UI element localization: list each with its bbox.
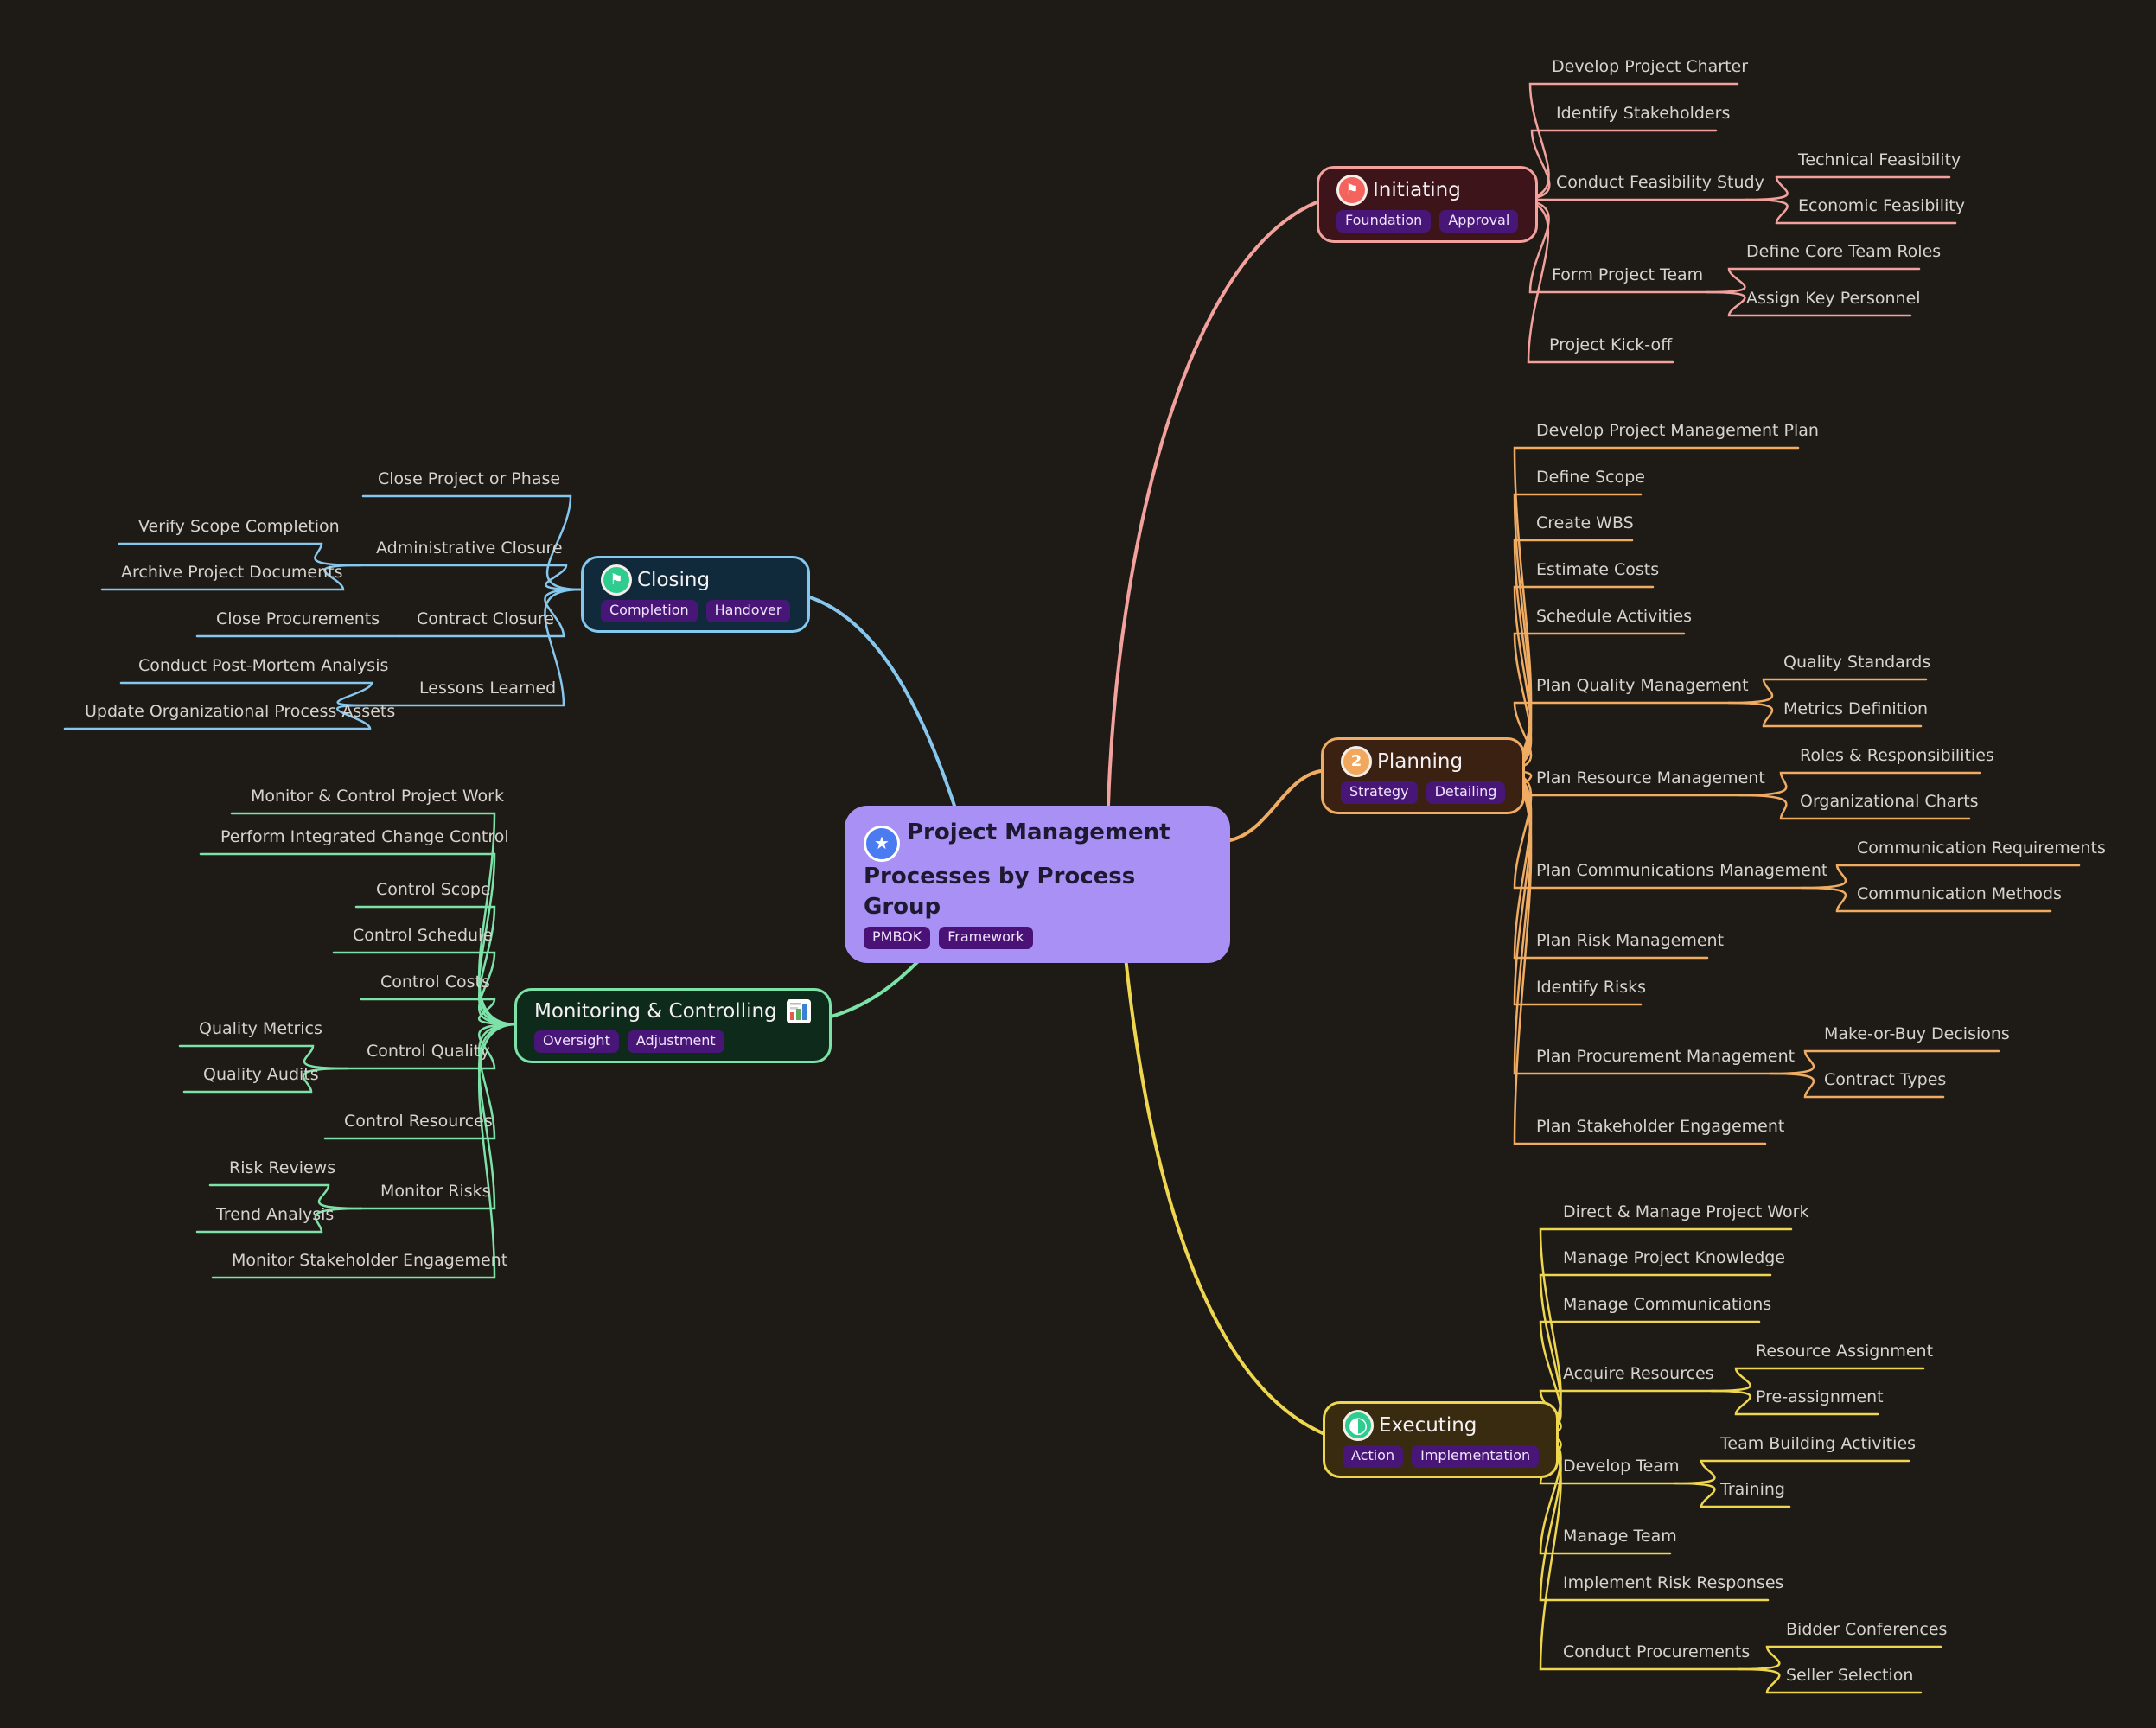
topic-implement-risk-responses[interactable]: Implement Risk Responses <box>1563 1573 1784 1592</box>
topic-risk-reviews[interactable]: Risk Reviews <box>229 1158 336 1177</box>
topic-verify-scope-completion[interactable]: Verify Scope Completion <box>138 517 340 536</box>
topic-plan-stakeholder-engagement[interactable]: Plan Stakeholder Engagement <box>1536 1117 1785 1136</box>
topic-identify-risks[interactable]: Identify Risks <box>1536 978 1647 997</box>
topic-communication-methods[interactable]: Communication Methods <box>1857 884 2062 903</box>
topic-conduct-procurements[interactable]: Conduct Procurements <box>1563 1642 1751 1661</box>
topic-quality-audits[interactable]: Quality Audits <box>203 1065 319 1084</box>
topic-trend-analysis[interactable]: Trend Analysis <box>216 1205 335 1224</box>
bar-chart-icon <box>786 999 811 1023</box>
central-title-text: Project Management Processes by Process … <box>864 819 1170 920</box>
group-title-planning: Planning <box>1377 750 1464 773</box>
badge-framework: Framework <box>939 926 1033 949</box>
group-node-initiating[interactable]: ⚑Initiating Foundation Approval <box>1317 166 1539 243</box>
badge-approval: Approval <box>1439 210 1519 233</box>
group-title-monitoring-controlling: Monitoring & Controlling <box>534 1000 777 1023</box>
topic-manage-communications[interactable]: Manage Communications <box>1563 1295 1772 1314</box>
topic-monitor-control-project-work[interactable]: Monitor & Control Project Work <box>251 787 504 806</box>
badge-detailing: Detailing <box>1426 781 1506 804</box>
badge-pmbok: PMBOK <box>864 926 931 949</box>
central-badges: PMBOK Framework <box>864 926 1211 949</box>
central-title: ★Project Management Processes by Process… <box>864 818 1211 922</box>
badge-implementation: Implementation <box>1412 1445 1540 1468</box>
group-node-executing[interactable]: ◐Executing Action Implementation <box>1323 1401 1560 1478</box>
topic-plan-quality-management[interactable]: Plan Quality Management <box>1536 676 1749 695</box>
topic-roles-responsibilities[interactable]: Roles & Responsibilities <box>1800 746 1994 765</box>
topic-monitor-risks[interactable]: Monitor Risks <box>380 1182 491 1201</box>
topic-quality-metrics[interactable]: Quality Metrics <box>199 1019 322 1038</box>
topic-team-building-activities[interactable]: Team Building Activities <box>1720 1434 1917 1453</box>
topic-communication-requirements[interactable]: Communication Requirements <box>1857 838 2106 858</box>
topic-plan-procurement-management[interactable]: Plan Procurement Management <box>1536 1047 1796 1066</box>
monitoring-edges <box>178 812 519 1279</box>
topic-perform-integrated-change-control[interactable]: Perform Integrated Change Control <box>220 827 509 846</box>
half-circle-icon: ◐ <box>1343 1410 1374 1441</box>
topic-form-project-team[interactable]: Form Project Team <box>1552 265 1704 284</box>
topic-create-wbs[interactable]: Create WBS <box>1536 513 1634 532</box>
group-node-monitoring-controlling[interactable]: Monitoring & Controlling Oversight Adjus… <box>514 988 832 1063</box>
flag-icon: ⚑ <box>601 564 632 596</box>
topic-quality-standards[interactable]: Quality Standards <box>1783 653 1931 672</box>
topic-organizational-charts[interactable]: Organizational Charts <box>1800 792 1979 811</box>
topic-control-resources[interactable]: Control Resources <box>344 1112 493 1131</box>
closing-edges <box>63 494 583 730</box>
number-2-icon: 2 <box>1341 746 1372 777</box>
topic-plan-communications-management[interactable]: Plan Communications Management <box>1536 861 1828 880</box>
topic-control-scope[interactable]: Control Scope <box>376 880 491 899</box>
topic-assign-key-personnel[interactable]: Assign Key Personnel <box>1746 289 1921 308</box>
topic-archive-project-documents[interactable]: Archive Project Documents <box>121 563 343 582</box>
badge-handover: Handover <box>705 600 791 622</box>
topic-control-costs[interactable]: Control Costs <box>380 972 490 992</box>
badge-oversight: Oversight <box>534 1030 619 1053</box>
topic-control-schedule[interactable]: Control Schedule <box>353 926 494 945</box>
topic-estimate-costs[interactable]: Estimate Costs <box>1536 560 1660 579</box>
badge-foundation: Foundation <box>1336 210 1432 233</box>
topic-develop-team[interactable]: Develop Team <box>1563 1457 1680 1476</box>
topic-bidder-conferences[interactable]: Bidder Conferences <box>1786 1620 1948 1639</box>
topic-close-procurements[interactable]: Close Procurements <box>216 609 380 628</box>
topic-metrics-definition[interactable]: Metrics Definition <box>1783 699 1929 718</box>
topic-control-quality[interactable]: Control Quality <box>367 1042 490 1061</box>
topic-monitor-stakeholder-engagement[interactable]: Monitor Stakeholder Engagement <box>232 1251 508 1270</box>
group-title-initiating: Initiating <box>1373 179 1461 201</box>
badge-adjustment: Adjustment <box>627 1030 724 1053</box>
badge-completion: Completion <box>601 600 698 622</box>
flag-icon: ⚑ <box>1336 175 1368 206</box>
topic-develop-project-charter[interactable]: Develop Project Charter <box>1552 57 1749 76</box>
topic-project-kick-off[interactable]: Project Kick-off <box>1549 335 1673 354</box>
topic-training[interactable]: Training <box>1720 1480 1785 1499</box>
topic-contract-types[interactable]: Contract Types <box>1824 1070 1947 1089</box>
topic-define-scope[interactable]: Define Scope <box>1536 468 1645 487</box>
topic-resource-assignment[interactable]: Resource Assignment <box>1756 1342 1934 1361</box>
topic-conduct-feasibility-study[interactable]: Conduct Feasibility Study <box>1556 173 1764 192</box>
topic-economic-feasibility[interactable]: Economic Feasibility <box>1798 196 1966 215</box>
topic-define-core-team-roles[interactable]: Define Core Team Roles <box>1746 242 1942 261</box>
topic-identify-stakeholders[interactable]: Identify Stakeholders <box>1556 104 1731 123</box>
group-title-closing: Closing <box>637 569 711 591</box>
topic-plan-risk-management[interactable]: Plan Risk Management <box>1536 931 1725 950</box>
badge-action: Action <box>1343 1445 1404 1468</box>
topic-contract-closure[interactable]: Contract Closure <box>417 609 554 628</box>
badge-strategy: Strategy <box>1341 781 1418 804</box>
topic-seller-selection[interactable]: Seller Selection <box>1786 1666 1914 1685</box>
topic-acquire-resources[interactable]: Acquire Resources <box>1563 1364 1714 1383</box>
star-icon: ★ <box>864 825 900 862</box>
topic-pre-assignment[interactable]: Pre-assignment <box>1756 1387 1884 1406</box>
topic-schedule-activities[interactable]: Schedule Activities <box>1536 607 1693 626</box>
group-title-executing: Executing <box>1379 1414 1477 1437</box>
topic-technical-feasibility[interactable]: Technical Feasibility <box>1798 150 1961 169</box>
central-node[interactable]: ★Project Management Processes by Process… <box>845 806 1230 963</box>
topic-manage-project-knowledge[interactable]: Manage Project Knowledge <box>1563 1248 1786 1267</box>
topic-plan-resource-management[interactable]: Plan Resource Management <box>1536 768 1765 787</box>
topic-develop-project-management-plan[interactable]: Develop Project Management Plan <box>1536 421 1819 440</box>
topic-update-organizational-process-assets[interactable]: Update Organizational Process Assets <box>85 702 396 721</box>
group-node-closing[interactable]: ⚑Closing Completion Handover <box>581 556 811 633</box>
topic-make-or-buy-decisions[interactable]: Make-or-Buy Decisions <box>1824 1024 2010 1043</box>
topic-close-project-or-phase[interactable]: Close Project or Phase <box>378 469 561 488</box>
topic-administrative-closure[interactable]: Administrative Closure <box>376 539 563 558</box>
topic-manage-team[interactable]: Manage Team <box>1563 1527 1677 1546</box>
topic-lessons-learned[interactable]: Lessons Learned <box>419 679 557 698</box>
topic-direct-manage-project-work[interactable]: Direct & Manage Project Work <box>1563 1202 1809 1221</box>
topic-conduct-post-mortem-analysis[interactable]: Conduct Post-Mortem Analysis <box>138 656 389 675</box>
